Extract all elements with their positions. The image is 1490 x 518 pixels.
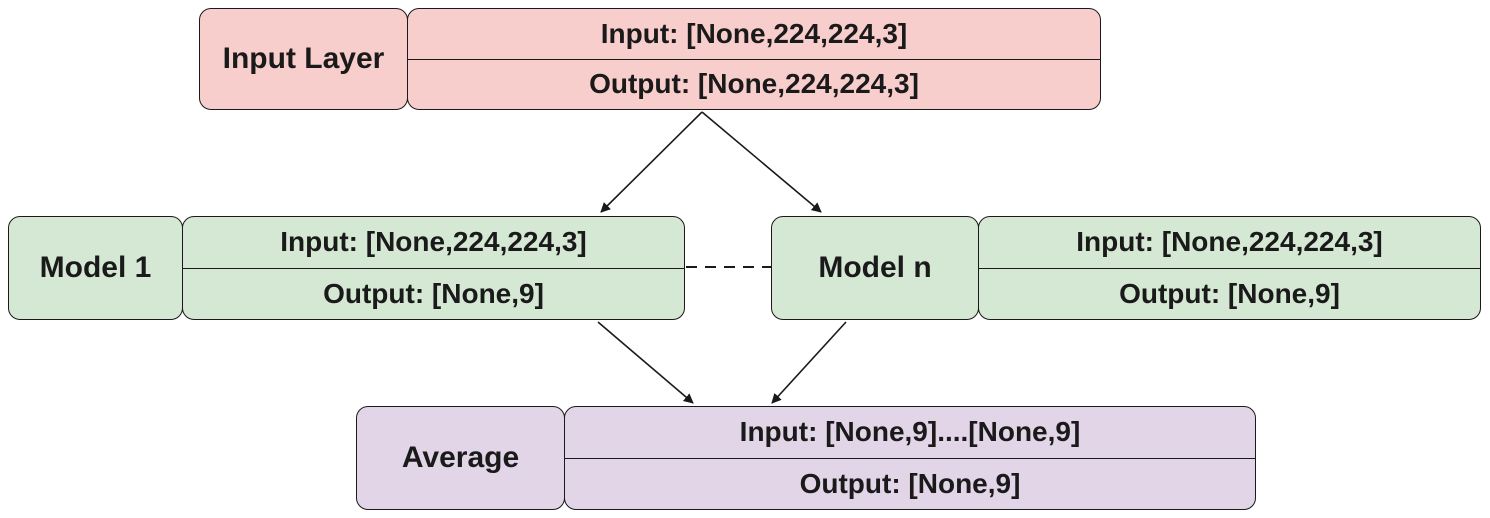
arrow-input-to-model-1 [600,111,703,213]
model-1-io-box: Input: [None,224,224,3] Output: [None,9] [182,216,685,320]
input-layer-io-box: Input: [None,224,224,3] Output: [None,22… [407,8,1101,110]
average-io-box: Input: [None,9]....[None,9] Output: [Non… [564,406,1256,510]
arrow-model-1-to-average [597,321,694,404]
average-name-box: Average [356,406,565,510]
model-n-label: Model n [818,251,932,284]
model-1-name-box: Model 1 [8,216,183,320]
input-layer-input-shape: Input: [None,224,224,3] [600,17,908,49]
arrow-input-to-model-n [701,111,822,213]
model-n-io-box: Input: [None,224,224,3] Output: [None,9] [978,216,1481,320]
average-label: Average [401,441,520,474]
arrow-model-n-to-average [771,321,847,404]
model-n-name-box: Model n [771,216,979,320]
input-layer-output-shape: Output: [None,224,224,3] [408,58,1100,110]
input-layer-name-box: Input Layer [199,8,408,110]
model-1-output-shape: Output: [None,9] [183,267,684,320]
model-n-output-shape: Output: [None,9] [979,267,1480,320]
model-n-input-shape: Input: [None,224,224,3] [1076,226,1383,258]
average-output-shape: Output: [None,9] [565,457,1255,510]
input-layer-label: Input Layer [222,42,385,75]
model-1-input-shape: Input: [None,224,224,3] [280,226,587,258]
model-1-label: Model 1 [39,251,152,284]
average-input-shape: Input: [None,9]....[None,9] [739,416,1081,448]
